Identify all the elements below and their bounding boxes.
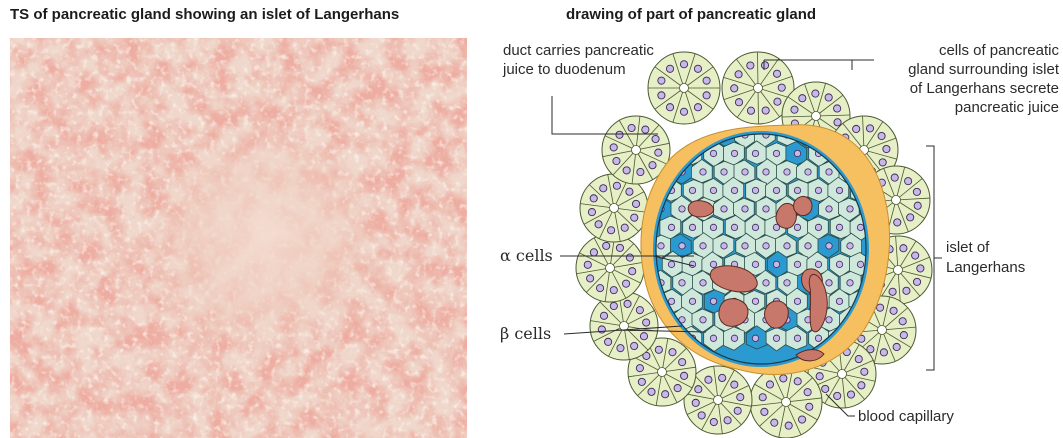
capillary-label: blood capillary <box>858 408 954 425</box>
duct-label-line2: juice to duodenum <box>502 61 626 78</box>
gland-cells-label-line2: gland surrounding islet <box>908 61 1060 78</box>
gland-cells-label-line1: cells of pancreatic <box>939 42 1060 59</box>
gland-cells-label-line3: of Langerhans secrete <box>910 80 1059 97</box>
gland-cells-label-line4: pancreatic juice <box>955 99 1059 116</box>
islet-label-line2: Langerhans <box>946 259 1025 276</box>
alpha-cells-label: α cells <box>500 246 553 265</box>
photo-heading: TS of pancreatic gland showing an islet … <box>10 6 399 23</box>
islet-label-line1: islet of <box>946 239 990 256</box>
beta-cells-label: β cells <box>500 324 551 343</box>
islet-cell <box>672 122 693 145</box>
drawing-heading: drawing of part of pancreatic gland <box>566 6 816 23</box>
acinus <box>590 292 658 360</box>
acinus <box>648 52 720 124</box>
pancreas-drawing: duct carries pancreatic juice to duodenu… <box>486 30 1063 438</box>
duct-label-line1: duct carries pancreatic <box>503 42 654 59</box>
acinus <box>576 234 644 302</box>
acinus <box>750 366 822 438</box>
micrograph-photo <box>10 38 467 438</box>
